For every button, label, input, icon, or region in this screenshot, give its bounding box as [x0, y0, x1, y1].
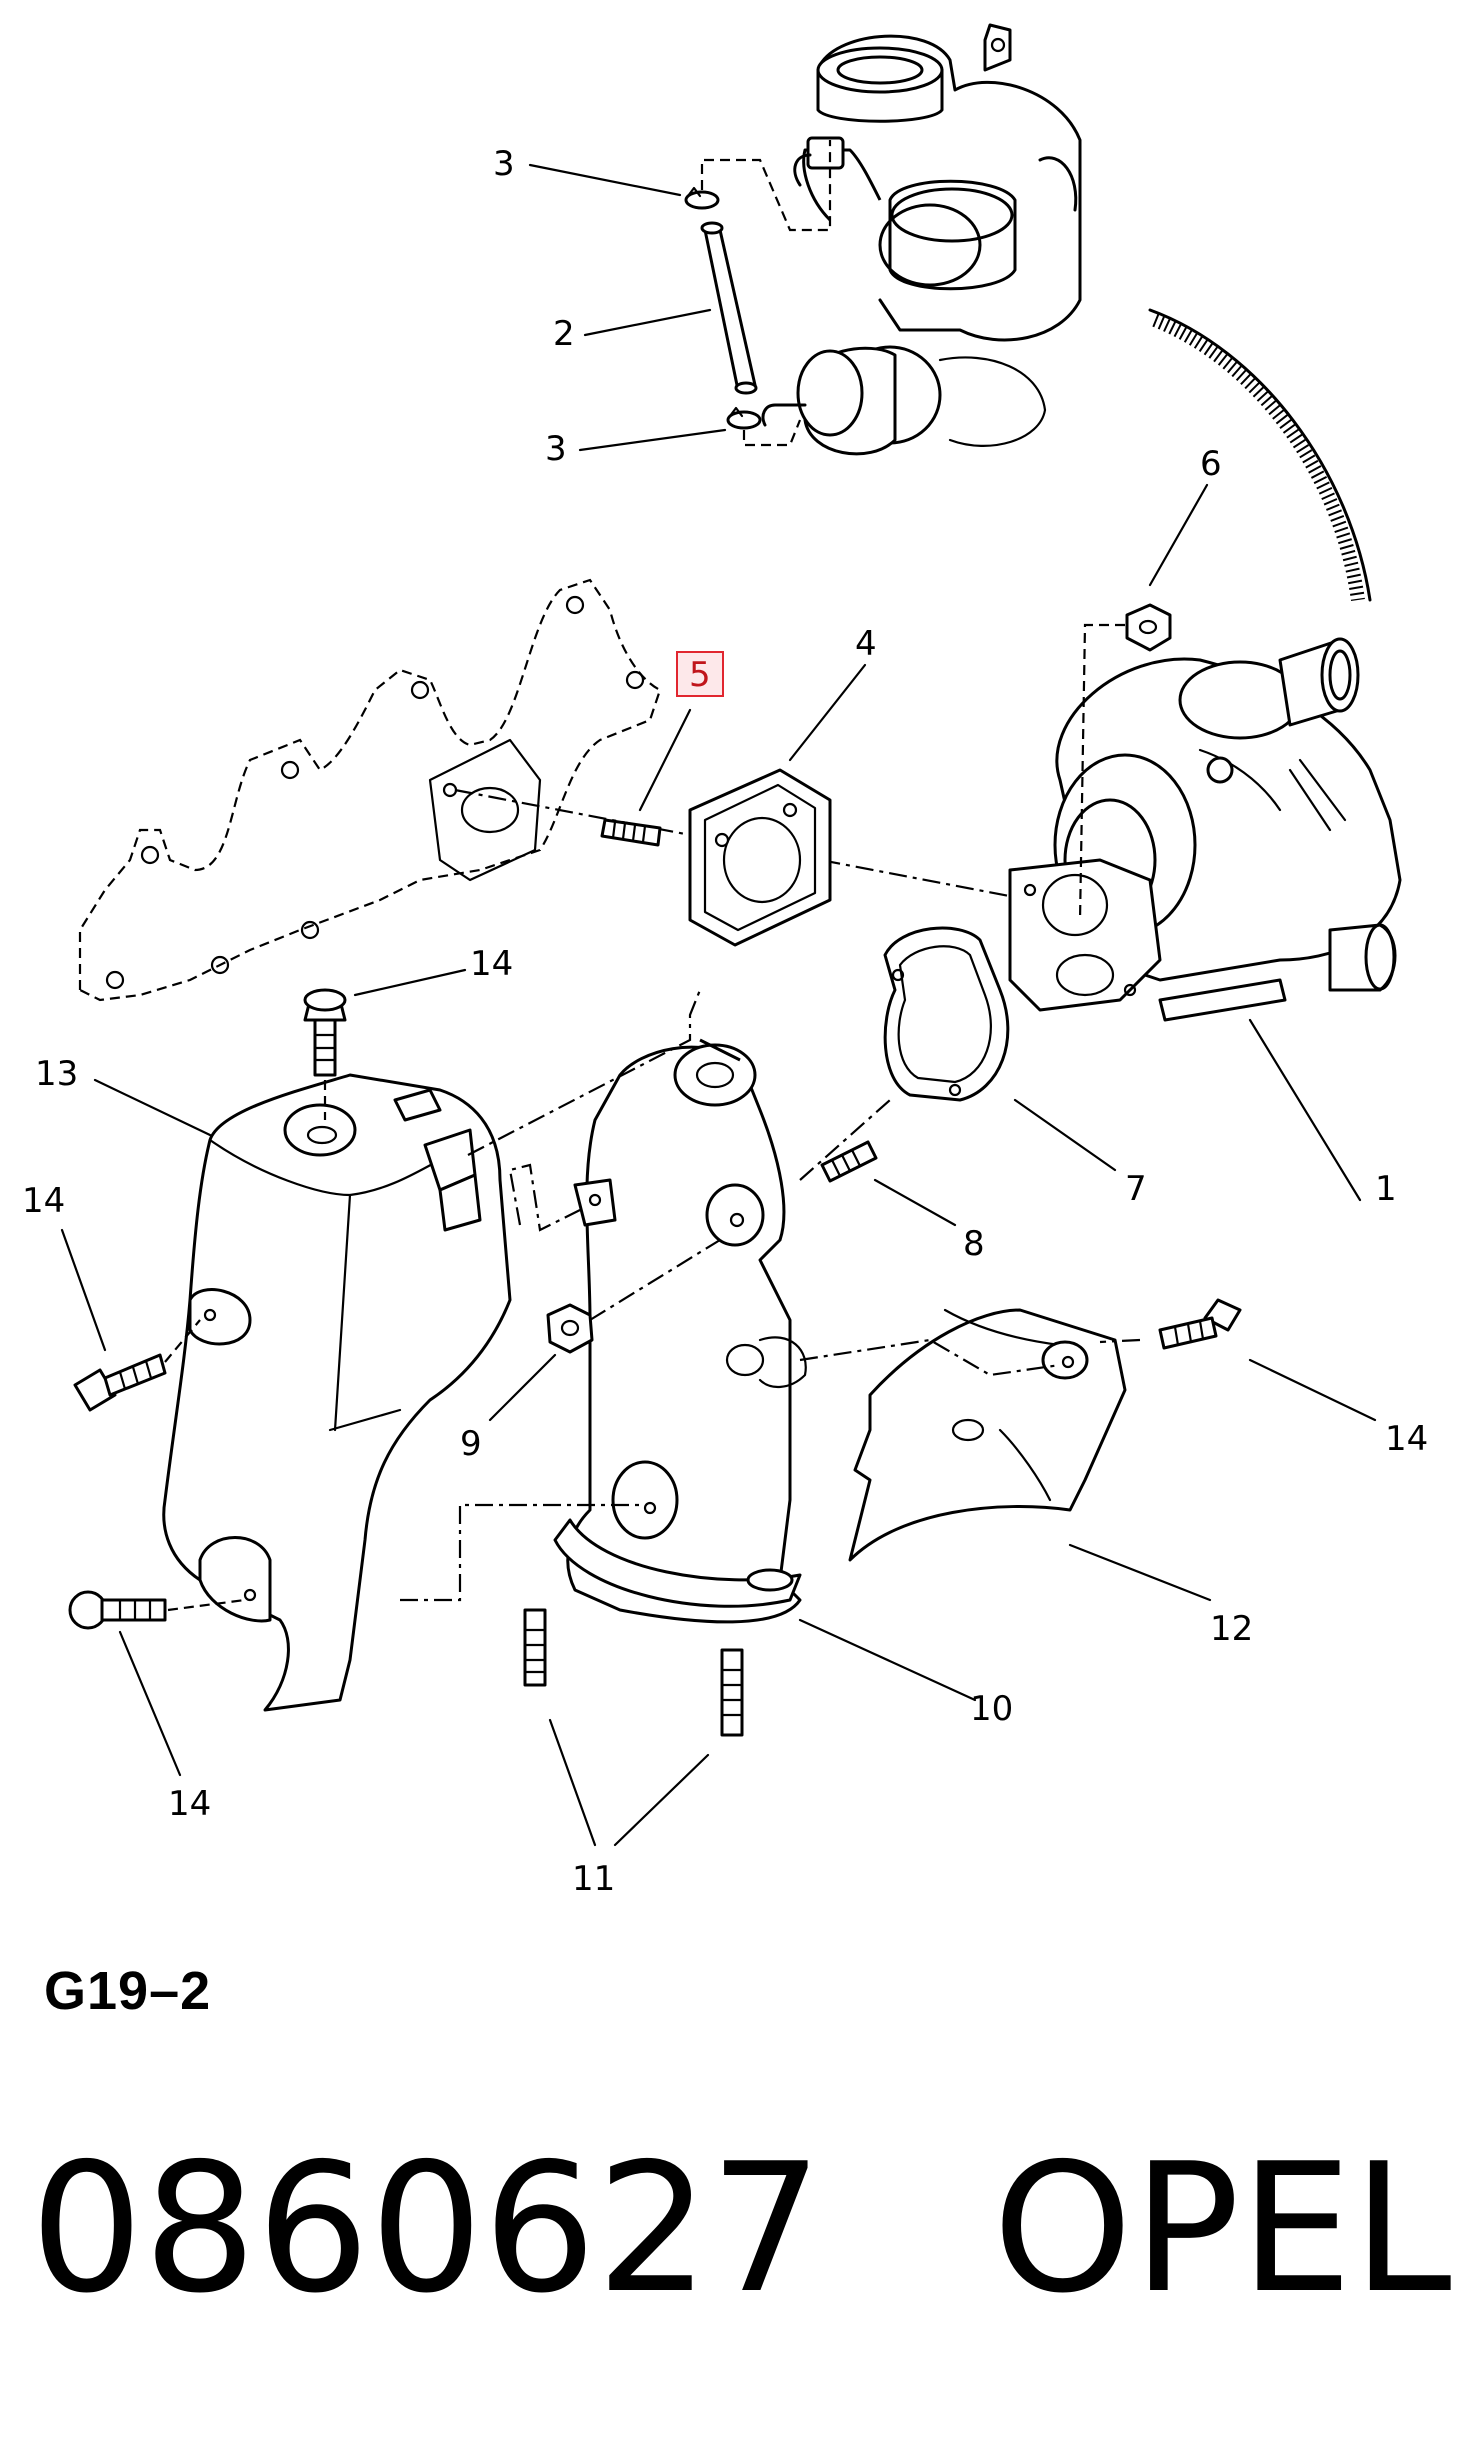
exhaust-manifold-outline	[78, 578, 662, 1002]
elbow-studs	[523, 1608, 744, 1737]
callout-6: 6	[1200, 444, 1222, 484]
hose-upper-route	[700, 140, 832, 232]
callout-5: 5	[689, 655, 711, 695]
exhaust-manifold-ports	[105, 595, 645, 990]
callout-12: 12	[1210, 1609, 1253, 1649]
part-number-spacer	[823, 2125, 993, 2332]
brand-name: OPEL	[992, 2125, 1452, 2332]
elbow-nut	[546, 1303, 594, 1354]
callout-14-bottom: 14	[168, 1784, 211, 1824]
bolt-route-left-upper	[164, 1319, 201, 1363]
callout-5-highlight	[676, 651, 724, 697]
engine-block-texture	[1152, 313, 1365, 601]
exhaust-elbow	[553, 1038, 807, 1624]
callouts: 1 2 3 3 4 5 6 7 8 9 10 11 12 13 14 14 14…	[22, 144, 1428, 1899]
leader-lines	[60, 163, 1377, 1847]
stud-alignment-line	[454, 788, 1031, 902]
nut-route	[1078, 623, 1125, 921]
figure-code: G19–2	[44, 1961, 212, 2021]
heat-shield-bolt-left-lower	[68, 1590, 167, 1630]
hose-clamp-lower	[726, 406, 762, 430]
hose-lower-route	[742, 419, 802, 447]
elbow-heat-shield	[848, 1308, 1127, 1562]
bolt-route-left-lower	[167, 1598, 246, 1612]
outlet-gasket	[883, 926, 1010, 1102]
heat-shield-bolt-left-upper	[73, 1353, 167, 1412]
engine-block-edge	[1148, 308, 1372, 602]
callout-11: 11	[572, 1859, 615, 1899]
turbocharger-exploded-diagram: 1 2 3 3 4 5 6 7 8 9 10 11 12 13 14 14 14…	[22, 23, 1428, 1899]
alignment-lines	[400, 989, 1141, 1602]
callout-8: 8	[963, 1224, 985, 1264]
outlet-stud	[820, 1140, 878, 1183]
vacuum-hose	[700, 221, 758, 395]
callout-10: 10	[970, 1689, 1013, 1729]
callout-14-top: 14	[470, 944, 513, 984]
heat-shield-bolt-top	[303, 988, 347, 1077]
turbocharger	[1008, 637, 1402, 1022]
manifold-stud	[600, 818, 662, 847]
elbow-shield-bolt	[1158, 1298, 1242, 1350]
callout-1: 1	[1375, 1169, 1397, 1209]
callout-14-right: 14	[1385, 1419, 1428, 1459]
callout-7: 7	[1125, 1169, 1147, 1209]
turbo-gasket	[688, 768, 832, 947]
part-number-line: 0860627 OPEL	[30, 2140, 1452, 2318]
hose-clamp-upper	[684, 186, 720, 210]
callout-2: 2	[553, 314, 575, 354]
callout-4: 4	[855, 624, 877, 664]
callout-3-upper: 3	[493, 144, 515, 184]
intake-housing-drawing	[761, 23, 1082, 456]
manifold-heat-shield	[162, 1073, 512, 1712]
part-number: 0860627	[30, 2125, 823, 2332]
callout-3-lower: 3	[545, 429, 567, 469]
callout-9: 9	[460, 1424, 482, 1464]
callout-14-left: 14	[22, 1181, 65, 1221]
turbo-nut	[1125, 603, 1172, 652]
callout-13: 13	[35, 1054, 78, 1094]
